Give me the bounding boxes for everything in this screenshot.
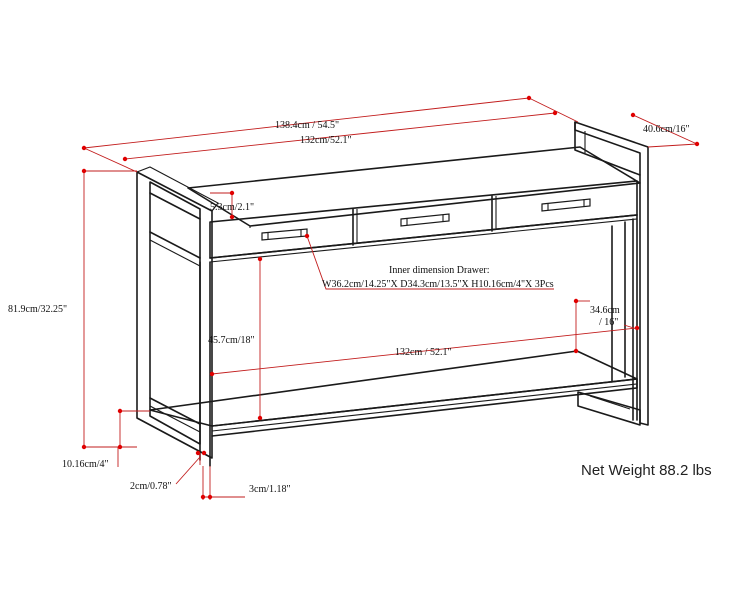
side-depth-label-a: 34.6cm — [590, 305, 620, 316]
overall-width-label: 138.4cm / 54.5" — [275, 120, 339, 131]
left-side-frame — [136, 166, 219, 459]
leg-width-label: 3cm/1.18" — [249, 484, 291, 495]
console-table-drawing — [136, 121, 649, 467]
net-weight-label: Net Weight 88.2 lbs — [581, 462, 712, 479]
frame-thickness-label: 2cm/0.78" — [130, 481, 172, 492]
top-thickness-label: 5.3cm/2.1" — [210, 202, 254, 213]
inner-width-bottom-label: 132cm / 52.1" — [395, 347, 452, 358]
depth-label: 40.6cm/16" — [643, 124, 690, 135]
apron-bottom — [209, 218, 638, 263]
inner-width-top-label: 132cm/52.1" — [300, 135, 352, 146]
drawer-handle-2 — [400, 213, 450, 227]
base-height-label: 10.16cm/4" — [62, 459, 109, 470]
drawer-dims-label: W36.2cm/14.25"X D34.3cm/13.5"X H10.16cm/… — [322, 279, 554, 290]
height-label: 81.9cm/32.25" — [8, 304, 67, 315]
shelf-height-label: 45.7cm/18" — [208, 335, 255, 346]
drawer-band-bottom — [209, 214, 638, 259]
drawer-handle-1 — [261, 228, 308, 241]
side-depth-label-b: / 16" — [599, 317, 618, 328]
drawer-label: Inner dimension Drawer: — [389, 265, 490, 276]
lower-shelf — [149, 350, 638, 437]
right-side-frame — [574, 121, 649, 426]
dimension-lines — [81, 95, 700, 500]
drawer-handle-3 — [541, 198, 591, 212]
dimension-labels: 138.4cm / 54.5" 132cm/52.1" 40.6cm/16" 8… — [8, 120, 712, 495]
